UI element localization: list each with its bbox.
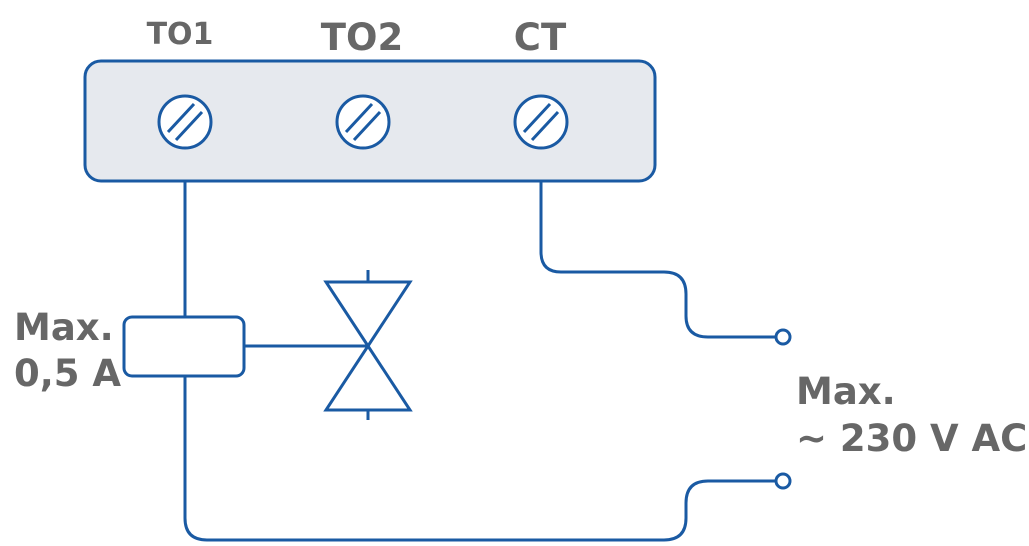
supply-rating-line2: ~ 230 V AC	[796, 417, 1027, 460]
terminal-label-ct: CT	[514, 16, 567, 59]
wire-ct-supply	[539, 181, 776, 339]
valve-coil	[122, 315, 246, 378]
wire-coil-supply	[183, 376, 776, 542]
coil-rating-line2: 0,5 A	[14, 352, 121, 395]
valve-icon	[323, 270, 413, 420]
terminal-label-to2: TO2	[321, 16, 403, 59]
supply-rating-line1: Max.	[796, 370, 896, 413]
screw-terminal-to1-icon	[157, 94, 213, 150]
screw-terminal-ct-icon	[513, 94, 569, 150]
supply-terminal-lower-icon	[774, 472, 792, 490]
coil-rating-line1: Max.	[14, 306, 114, 349]
supply-terminal-upper-icon	[774, 328, 792, 346]
terminal-label-to1: TO1	[147, 17, 214, 52]
screw-terminal-to2-icon	[335, 94, 391, 150]
